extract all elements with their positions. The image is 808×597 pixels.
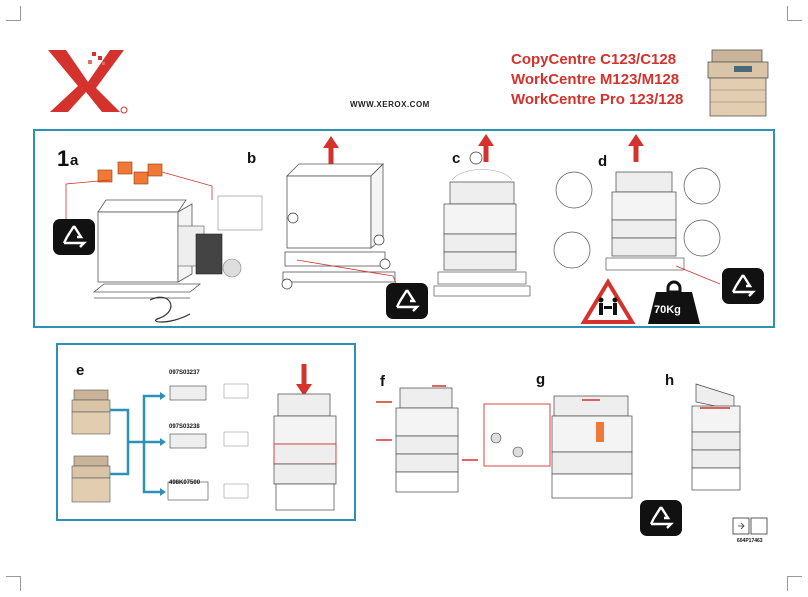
option-code-2: 097S03238 [169,424,200,430]
option-code-1: 097S03237 [169,370,200,376]
step-h-label: h [665,372,675,389]
recycle-icon [386,283,428,319]
weight-label: 70Kg [654,304,681,316]
step-c-illustration [433,134,531,297]
step-b-label: b [247,150,257,167]
step-d-illustration [553,134,721,285]
crop-mark-bottom-right [787,576,802,591]
website-url: WWW.XEROX.COM [350,100,430,109]
step-b-illustration [281,136,406,305]
weight-icon [648,280,700,324]
step-c-label: c [452,150,461,167]
step-a-label: a [70,152,79,169]
step-e-label: e [76,362,85,379]
title-copycentre: CopyCentre C123/C128 [511,51,677,68]
xerox-logo-icon [48,50,128,114]
option-code-3: 498K07500 [169,480,201,486]
two-person-lift-warning-icon [580,278,636,324]
title-workcentre-pro: WorkCentre Pro 123/128 [511,91,684,108]
unpacking-panel [33,129,775,328]
step-f-label: f [380,373,385,390]
title-workcentre: WorkCentre M123/M128 [511,71,680,88]
step-d-label: d [598,153,608,170]
document-number: 604P17463 [737,538,763,544]
step-f-illustration [376,385,478,493]
product-titles: CopyCentre C123/C128 WorkCentre M123/M12… [511,50,683,110]
crop-mark-top-right [787,6,802,21]
step-e-illustration [71,364,337,511]
recycle-icon [640,500,682,536]
step-g-label: g [536,371,546,388]
folded-sheet-icon [732,517,768,535]
recycle-icon [53,219,95,255]
crop-mark-bottom-left [6,576,21,591]
step-a-illustration [65,161,263,323]
step-h-illustration [691,383,741,491]
step-1-number: 1 [57,146,70,171]
options-panel [56,343,356,521]
printer-photo-icon [707,49,769,117]
recycle-icon [722,268,764,304]
step-g-illustration [483,395,633,499]
crop-mark-top-left [6,6,21,21]
